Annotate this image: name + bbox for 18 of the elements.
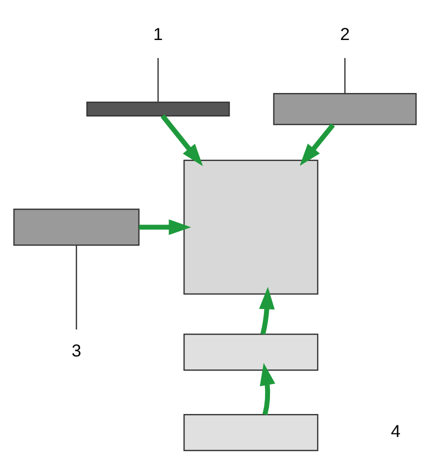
- node-box: [12, 208, 140, 246]
- arrow: [138, 219, 191, 236]
- arrow: [160, 114, 202, 166]
- node-box: [182, 414, 318, 452]
- node-text: 2: [340, 24, 350, 44]
- arrow: [258, 286, 274, 335]
- node-box: [182, 334, 318, 371]
- node-box: [182, 160, 318, 295]
- connector: [344, 58, 346, 94]
- node-text: 1: [152, 24, 162, 44]
- arrow: [259, 362, 275, 416]
- node-box: [86, 102, 230, 116]
- label: 4: [390, 421, 400, 442]
- connector: [75, 245, 77, 330]
- node-text: 3: [71, 340, 81, 361]
- connector: [156, 58, 158, 102]
- node-box: [272, 92, 416, 126]
- arrow: [299, 123, 334, 166]
